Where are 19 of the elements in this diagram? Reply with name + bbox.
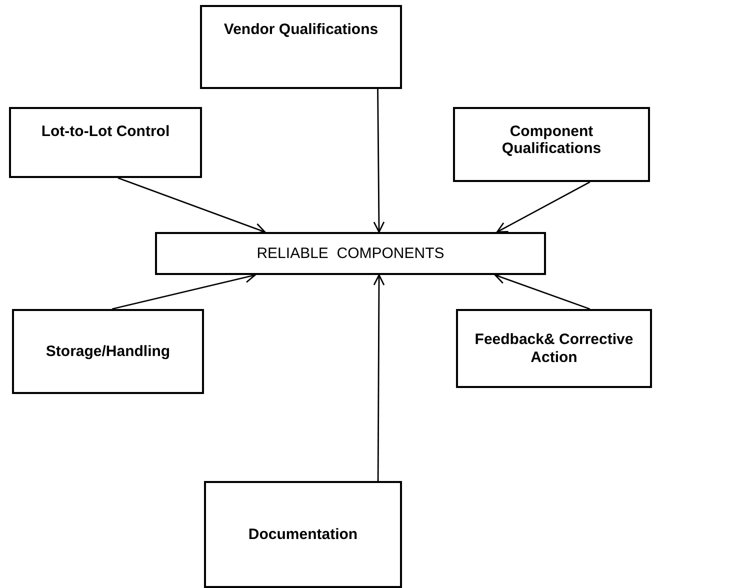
- process-box: [9, 107, 202, 178]
- process-box: [456, 309, 652, 388]
- process-box: [200, 5, 402, 89]
- box-label: Lot-to-Lot Control: [41, 123, 170, 140]
- box-label: RELIABLE COMPONENTS: [256, 244, 444, 262]
- arrow: [373, 89, 385, 233]
- arrow: [496, 181, 590, 233]
- process-box: [453, 107, 650, 182]
- box-label: Vendor Qualifications: [224, 21, 378, 38]
- box-label: Feedback& Corrective Action: [474, 331, 634, 366]
- arrow: [494, 272, 590, 310]
- process-box: [204, 481, 402, 588]
- process-box: [155, 232, 546, 275]
- process-box: [12, 309, 204, 394]
- box-label: Component Qualifications: [500, 123, 602, 158]
- arrow: [373, 274, 385, 481]
- arrow: [118, 177, 266, 234]
- box-label: Storage/Handling: [46, 342, 170, 360]
- box-label: Documentation: [248, 526, 358, 544]
